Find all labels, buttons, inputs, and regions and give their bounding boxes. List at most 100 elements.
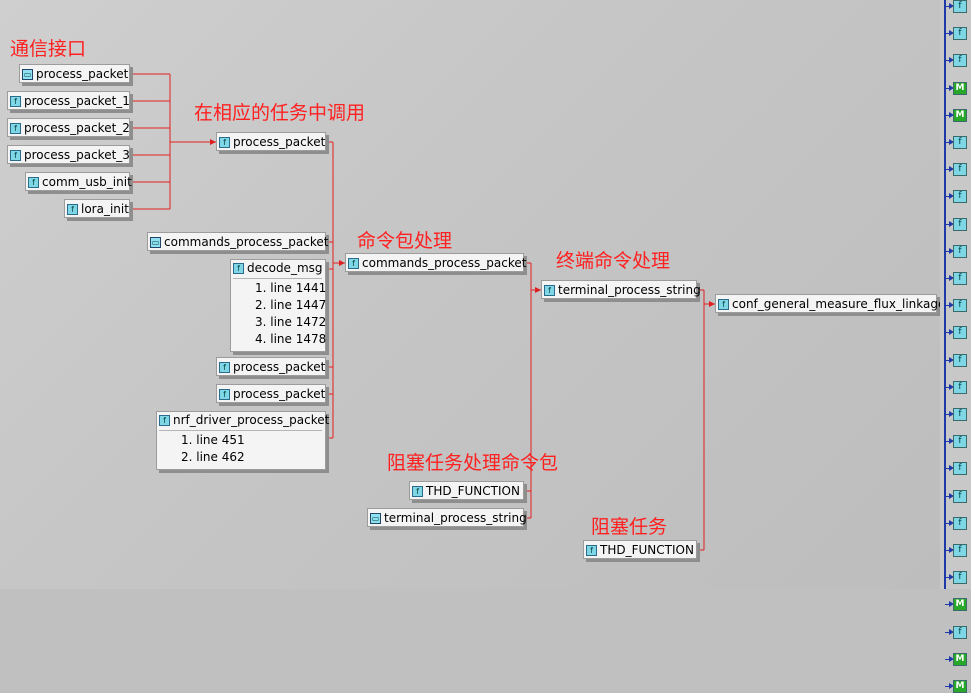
function-icon[interactable]: f	[953, 272, 967, 285]
function-icon[interactable]: f	[953, 544, 967, 557]
node-terminal-process-string-extern[interactable]: ▭terminal_process_string	[367, 508, 527, 527]
strip-arrow	[949, 166, 954, 172]
strip-axis	[944, 0, 946, 589]
function-icon[interactable]: f	[953, 354, 967, 367]
node-label: process_packet	[233, 135, 326, 149]
node-label: process_packet_2	[24, 121, 130, 135]
macro-icon[interactable]: M	[953, 598, 967, 611]
strip-tick	[945, 441, 952, 442]
function-icon: f	[412, 486, 423, 497]
strip-tick	[945, 305, 952, 306]
annotation-blocking-task-cmd: 阻塞任务处理命令包	[387, 452, 559, 474]
strip-arrow	[949, 30, 954, 36]
strip-tick	[945, 33, 952, 34]
function-icon[interactable]: f	[953, 571, 967, 584]
macro-icon[interactable]: M	[953, 109, 967, 122]
strip-arrow	[949, 329, 954, 335]
function-icon: f	[159, 415, 170, 426]
node-commands-process-packet-extern[interactable]: ▭commands_process_packet	[147, 232, 328, 251]
node-label: lora_init	[81, 202, 129, 216]
extern-function-icon: ▭	[150, 237, 161, 248]
function-icon[interactable]: f	[953, 0, 967, 13]
function-icon[interactable]: f	[953, 299, 967, 312]
function-icon[interactable]: f	[953, 517, 967, 530]
function-icon[interactable]: f	[953, 245, 967, 258]
strip-tick	[945, 142, 952, 143]
function-icon[interactable]: f	[953, 381, 967, 394]
macro-icon[interactable]: M	[953, 82, 967, 95]
function-icon: f	[219, 137, 230, 148]
strip-tick	[945, 468, 952, 469]
node-label: process_packet	[36, 67, 129, 81]
node-process-packet-interface[interactable]: ▭process_packet	[19, 64, 130, 83]
function-icon: f	[67, 204, 78, 215]
extern-function-icon: ▭	[370, 513, 381, 524]
function-icon[interactable]: f	[953, 435, 967, 448]
strip-tick	[945, 496, 952, 497]
function-icon: f	[544, 285, 555, 296]
macro-icon[interactable]: M	[953, 653, 967, 666]
function-icon[interactable]: f	[953, 27, 967, 40]
strip-tick	[945, 278, 952, 279]
strip-arrow	[949, 112, 954, 118]
function-icon[interactable]: f	[953, 462, 967, 475]
call-site-line: 2. line 462	[181, 450, 245, 464]
node-label: nrf_driver_process_packet	[173, 413, 330, 427]
function-icon: f	[10, 96, 21, 107]
function-icon: f	[586, 545, 597, 556]
function-icon[interactable]: f	[953, 408, 967, 421]
function-icon[interactable]: f	[953, 163, 967, 176]
annotation-blocking-task: 阻塞任务	[591, 516, 668, 538]
strip-arrow	[949, 275, 954, 281]
strip-tick	[945, 115, 952, 116]
extern-function-icon: ▭	[22, 69, 33, 80]
function-icon[interactable]: f	[953, 136, 967, 149]
strip-arrow	[949, 248, 954, 254]
strip-tick	[945, 577, 952, 578]
node-label: THD_FUNCTION	[600, 543, 694, 557]
strip-tick	[945, 360, 952, 361]
function-icon: f	[718, 299, 729, 310]
function-icon[interactable]: f	[953, 490, 967, 503]
function-icon[interactable]: f	[953, 626, 967, 639]
call-site-line: 2. line 1447	[255, 298, 327, 312]
function-icon: f	[10, 123, 21, 134]
function-icon[interactable]: f	[953, 326, 967, 339]
strip-arrow	[949, 493, 954, 499]
call-site-line: 1. line 1441	[233, 278, 326, 297]
macro-icon[interactable]: M	[953, 680, 967, 693]
strip-arrow	[949, 85, 954, 91]
call-graph-edges	[130, 73, 715, 551]
node-label: terminal_process_string	[384, 511, 527, 525]
call-site-line: 4. line 1478	[255, 332, 327, 346]
strip-tick	[945, 88, 952, 89]
strip-tick	[945, 196, 952, 197]
strip-arrow	[949, 193, 954, 199]
node-label: conf_general_measure_flux_linkage	[732, 297, 946, 311]
function-icon[interactable]: f	[953, 218, 967, 231]
node-label: process_packet	[233, 360, 326, 374]
node-label: THD_FUNCTION	[426, 484, 520, 498]
strip-tick	[945, 6, 952, 7]
function-icon[interactable]: f	[953, 190, 967, 203]
function-icon[interactable]: f	[953, 54, 967, 67]
strip-arrow	[949, 465, 954, 471]
strip-tick	[945, 550, 952, 551]
strip-arrow	[949, 357, 954, 363]
